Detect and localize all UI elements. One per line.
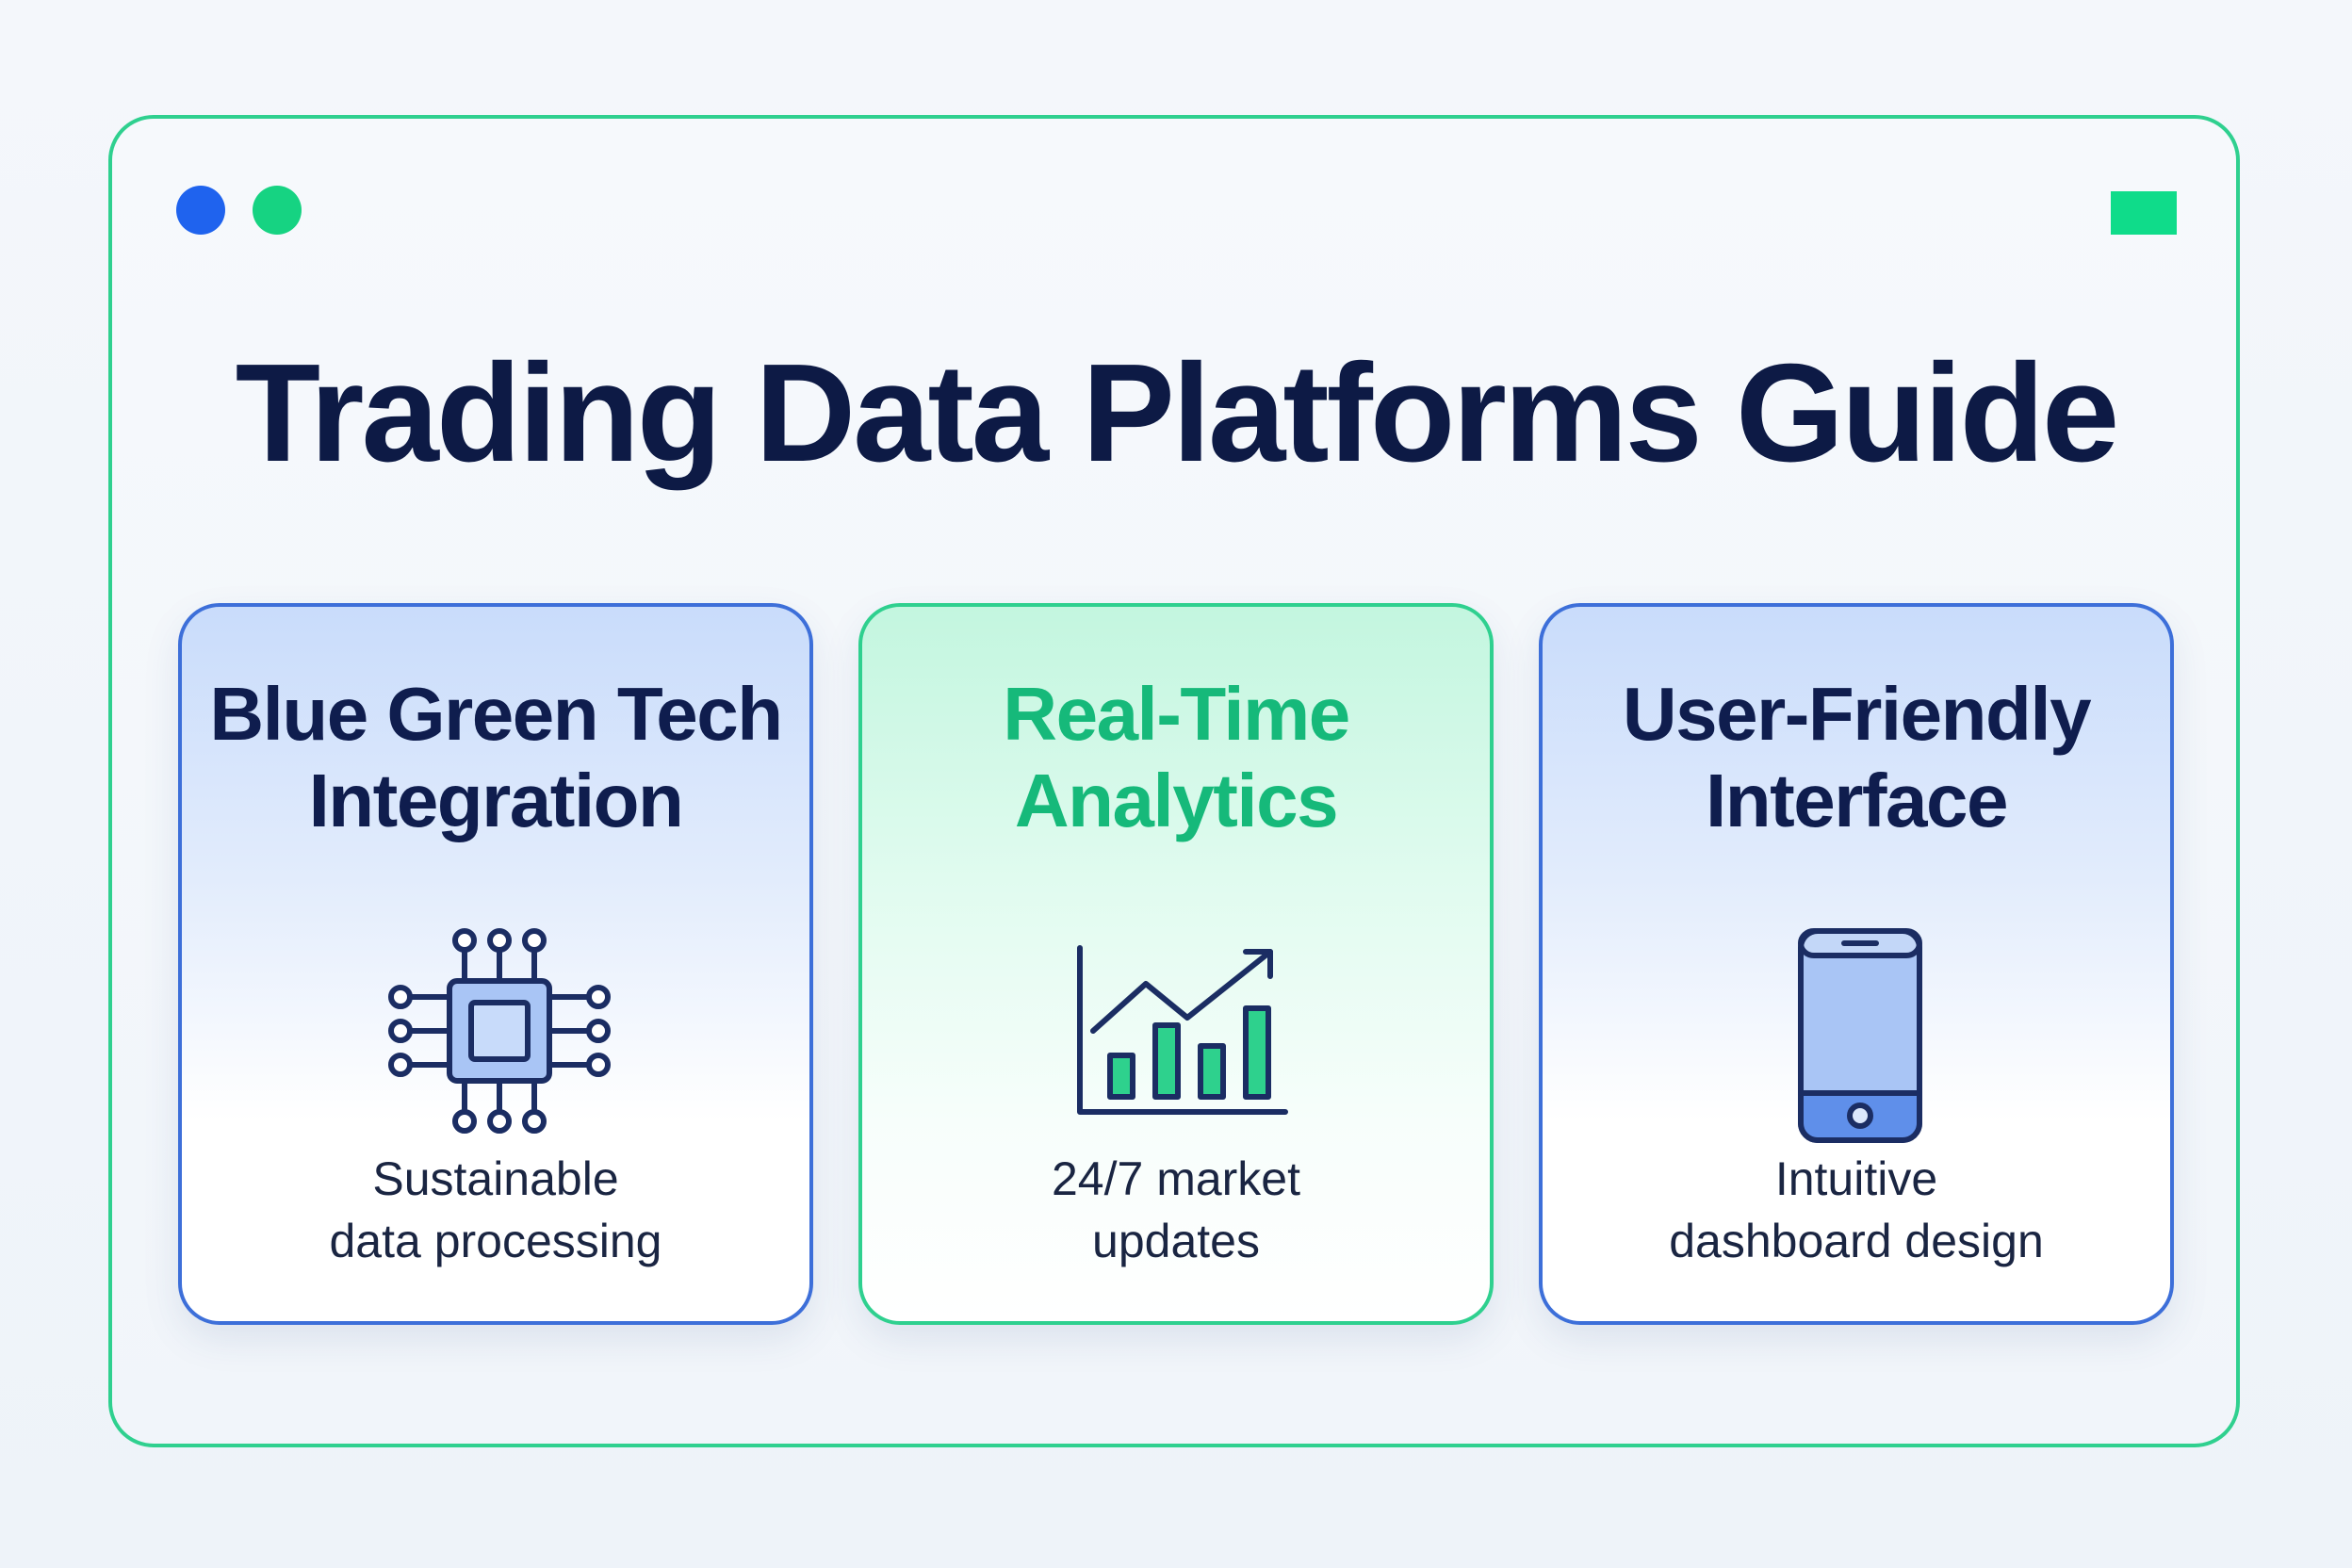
window-tag xyxy=(2111,191,2177,235)
card-title-line: Real-Time xyxy=(1003,672,1350,756)
card-title-line: Analytics xyxy=(1014,759,1339,842)
smartphone-icon xyxy=(1798,928,1922,1143)
card-title-line: Interface xyxy=(1706,759,2008,842)
card-description: Intuitive dashboard design xyxy=(1543,1148,2170,1272)
page-title: Trading Data Platforms Guide xyxy=(235,335,2120,491)
card-description-line: Sustainable xyxy=(372,1152,619,1205)
card-title-line: Integration xyxy=(308,759,684,842)
feature-card-user-friendly-interface: User-Friendly Interface Intuitive dashbo… xyxy=(1539,603,2174,1325)
card-title-line: User-Friendly xyxy=(1622,672,2092,756)
feature-card-real-time-analytics: Real-Time Analytics 24/7 market updates xyxy=(858,603,1494,1325)
cpu-chip-icon xyxy=(388,928,611,1134)
card-title: Real-Time Analytics xyxy=(862,671,1490,844)
card-description: 24/7 market updates xyxy=(862,1148,1490,1272)
trending-chart-icon xyxy=(1077,945,1288,1115)
card-title: User-Friendly Interface xyxy=(1543,671,2170,844)
card-title: Blue Green Tech Integration xyxy=(182,671,809,844)
window-dot-green xyxy=(253,186,302,235)
card-description: Sustainable data processing xyxy=(182,1148,809,1272)
card-description-line: dashboard design xyxy=(1669,1215,2044,1267)
feature-card-tech-integration: Blue Green Tech Integration xyxy=(178,603,813,1325)
card-description-line: data processing xyxy=(329,1215,662,1267)
card-description-line: updates xyxy=(1092,1215,1260,1267)
card-description-line: 24/7 market xyxy=(1051,1152,1300,1205)
card-description-line: Intuitive xyxy=(1774,1152,1938,1205)
window-dot-blue xyxy=(176,186,225,235)
card-title-line: Blue Green Tech xyxy=(209,672,783,756)
